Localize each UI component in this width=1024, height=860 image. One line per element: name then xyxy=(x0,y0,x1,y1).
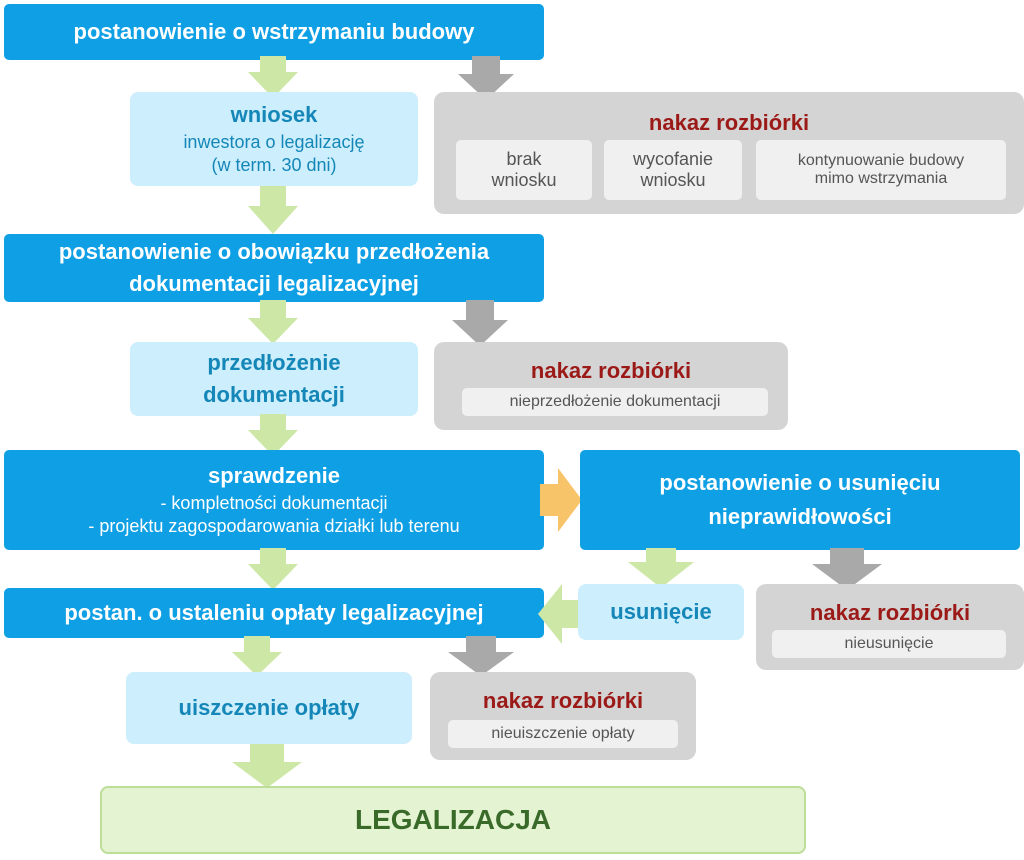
down-arrow-gray xyxy=(448,636,514,676)
step-application-title: wniosek xyxy=(230,102,318,127)
legalization-result-text: LEGALIZACJA xyxy=(355,804,551,835)
step-fee-payment-text: uiszczenie opłaty xyxy=(178,695,360,720)
down-arrow-green xyxy=(248,300,298,344)
step-documentation-submission-line2: dokumentacji xyxy=(203,382,345,407)
reason-line: kontynuowanie budowy xyxy=(797,152,965,169)
step-application-line1: inwestora o legalizację xyxy=(183,132,365,152)
step-irregularity-removal-order-line2: nieprawidłowości xyxy=(708,504,892,529)
down-arrow-green xyxy=(628,548,694,588)
down-arrow-green xyxy=(232,744,302,788)
reason-line: brak xyxy=(506,149,542,169)
step-verification-title: sprawdzenie xyxy=(207,463,341,488)
step-application-line2: (w term. 30 dni) xyxy=(211,155,337,175)
demolition-order-panel-3: nakaz rozbiórki nieusunięcie xyxy=(756,584,1024,670)
step-removal-text: usunięcie xyxy=(610,599,712,624)
demolition-order-title: nakaz rozbiórki xyxy=(482,688,644,713)
left-arrow-green xyxy=(538,584,580,644)
down-arrow-green xyxy=(248,414,298,456)
demolition-order-title: nakaz rozbiórki xyxy=(648,110,810,135)
legalization-result: LEGALIZACJA xyxy=(100,786,806,854)
reason-fee-not-paid: nieuiszczenie opłaty xyxy=(448,720,678,748)
down-arrow-green xyxy=(248,548,298,590)
step-fee-payment: uiszczenie opłaty xyxy=(126,672,412,744)
reason-line: mimo wstrzymania xyxy=(814,170,948,187)
reason-withdrawal: wycofanie wniosku xyxy=(604,140,742,200)
step-verification-line1: - kompletności dokumentacji xyxy=(160,493,388,513)
down-arrow-gray xyxy=(452,300,508,346)
step-fee-determination-text: postan. o ustaleniu opłaty legalizacyjne… xyxy=(64,600,484,625)
step-suspension-order: postanowienie o wstrzymaniu budowy xyxy=(4,4,544,60)
down-arrow-green xyxy=(248,186,298,234)
demolition-order-title: nakaz rozbiórki xyxy=(809,600,971,625)
reason-line: wniosku xyxy=(640,170,706,190)
step-documentation-submission: przedłożenie dokumentacji xyxy=(130,342,418,416)
step-irregularity-removal-order: postanowienie o usunięciu nieprawidłowoś… xyxy=(580,450,1020,550)
step-documentation-obligation-line2: dokumentacji legalizacyjnej xyxy=(129,271,419,296)
step-suspension-order-text: postanowienie o wstrzymaniu budowy xyxy=(73,19,475,44)
demolition-order-title: nakaz rozbiórki xyxy=(530,358,692,383)
step-fee-determination: postan. o ustaleniu opłaty legalizacyjne… xyxy=(4,588,544,638)
reason-no-application: brak wniosku xyxy=(456,140,592,200)
step-documentation-submission-line1: przedłożenie xyxy=(207,350,341,375)
reason-no-documentation: nieprzedłożenie dokumentacji xyxy=(462,388,768,416)
reason-continued-construction: kontynuowanie budowy mimo wstrzymania xyxy=(756,140,1006,200)
down-arrow-green xyxy=(232,636,282,676)
step-documentation-obligation-line1: postanowienie o obowiązku przedłożenia xyxy=(58,239,490,264)
step-removal: usunięcie xyxy=(578,584,744,640)
down-arrow-gray xyxy=(812,548,882,590)
step-irregularity-removal-order-line1: postanowienie o usunięciu xyxy=(659,470,941,495)
step-documentation-obligation: postanowienie o obowiązku przedłożenia d… xyxy=(4,234,544,302)
demolition-order-panel-4: nakaz rozbiórki nieuiszczenie opłaty xyxy=(430,672,696,760)
step-verification-line2: - projektu zagospodarowania działki lub … xyxy=(88,516,460,536)
reason-line: wniosku xyxy=(491,170,557,190)
down-arrow-green xyxy=(248,56,298,98)
reason-not-removed: nieusunięcie xyxy=(772,630,1006,658)
step-verification: sprawdzenie - kompletności dokumentacji … xyxy=(4,450,544,550)
demolition-order-panel-1: nakaz rozbiórki brak wniosku wycofanie w… xyxy=(434,92,1024,214)
reason-line: wycofanie xyxy=(632,149,714,169)
demolition-order-panel-2: nakaz rozbiórki nieprzedłożenie dokument… xyxy=(434,342,788,430)
right-arrow-orange xyxy=(540,468,582,532)
down-arrow-gray xyxy=(458,56,514,100)
step-application: wniosek inwestora o legalizację (w term.… xyxy=(130,92,418,186)
